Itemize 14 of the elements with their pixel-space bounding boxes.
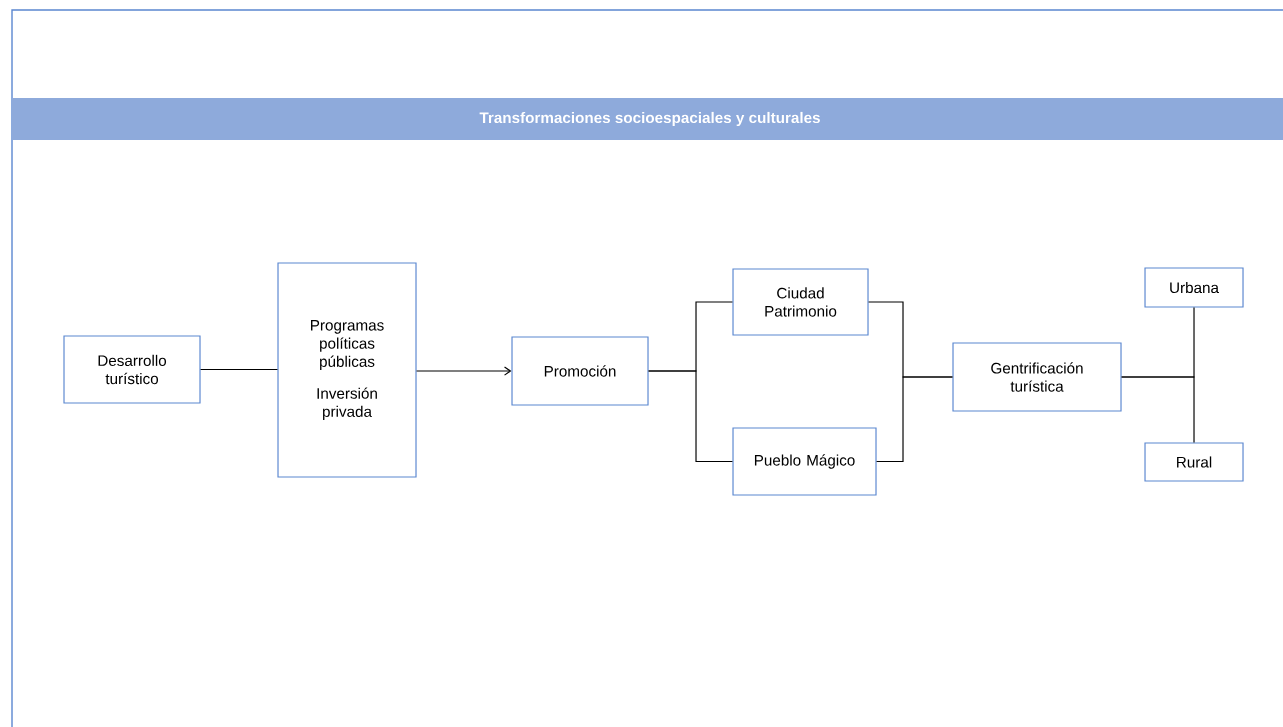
process-box: Promoción (511, 336, 649, 406)
process-box: Gentrificación turística (952, 342, 1122, 412)
title-band: Transformaciones socioespaciales y culturales (12, 98, 1283, 140)
process-box: Programas políticas públicas Inversión privada (277, 262, 417, 478)
process-box: Pueblo Mágico (732, 427, 877, 496)
process-box: Rural (1144, 442, 1244, 482)
process-box: Urbana (1144, 267, 1244, 308)
connector (876, 376, 953, 463)
connector (416, 366, 512, 376)
connector (1121, 376, 1195, 443)
connector (648, 370, 733, 463)
process-box: Desarrollo turístico (63, 335, 201, 404)
process-box: Ciudad Patrimonio (732, 268, 869, 336)
connector (200, 368, 278, 371)
